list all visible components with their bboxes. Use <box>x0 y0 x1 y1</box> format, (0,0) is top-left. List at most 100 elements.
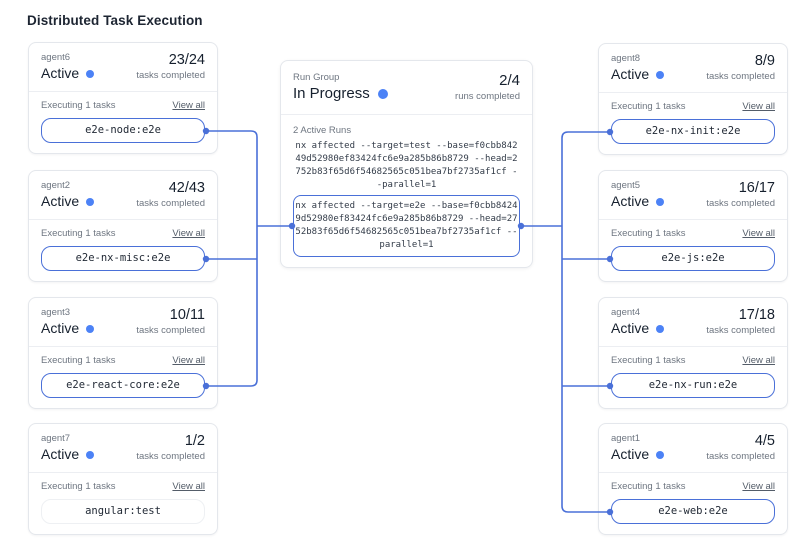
task-pill[interactable]: e2e-nx-init:e2e <box>611 119 775 144</box>
tasks-count-label: tasks completed <box>706 71 775 82</box>
status-dot-icon <box>656 70 665 79</box>
status-dot-icon <box>86 69 95 78</box>
view-all-link[interactable]: View all <box>742 481 775 492</box>
executing-label: Executing 1 tasks <box>611 481 686 492</box>
agent-card-header: agent1 Active 4/5 tasks completed <box>599 424 787 472</box>
agent-progress: 4/5 tasks completed <box>706 433 775 464</box>
executing-row: Executing 1 tasks View all <box>611 481 775 493</box>
agent-status-label: Active <box>611 193 650 209</box>
card-divider <box>599 472 787 473</box>
executing-label: Executing 1 tasks <box>611 228 686 239</box>
run-group-identity: Run Group In Progress <box>293 72 388 104</box>
tasks-count-label: tasks completed <box>136 325 205 336</box>
card-divider <box>599 346 787 347</box>
run-command-active[interactable]: nx affected --target=e2e --base=f0cbb842… <box>293 195 520 257</box>
executing-row: Executing 1 tasks View all <box>41 355 205 367</box>
agent-card: agent5 Active 16/17 tasks completed Exec… <box>598 170 788 282</box>
executing-label: Executing 1 tasks <box>41 355 116 366</box>
tasks-count-label: tasks completed <box>706 451 775 462</box>
agent-status: Active <box>611 319 665 338</box>
executing-label: Executing 1 tasks <box>41 481 116 492</box>
agent-status-label: Active <box>611 446 650 462</box>
status-dot-icon <box>86 324 95 333</box>
tasks-count: 1/2 <box>184 433 205 449</box>
agent-identity: agent1 Active <box>611 433 665 464</box>
agent-identity: agent4 Active <box>611 307 665 338</box>
task-pill[interactable]: e2e-web:e2e <box>611 499 775 524</box>
agent-status-label: Active <box>611 320 650 336</box>
agent-status-label: Active <box>41 446 80 462</box>
card-divider <box>29 472 217 473</box>
agent-card-header: agent5 Active 16/17 tasks completed <box>599 171 787 219</box>
agent-card-header: agent3 Active 10/11 tasks completed <box>29 298 217 346</box>
status-dot-icon <box>656 324 665 333</box>
view-all-link[interactable]: View all <box>742 355 775 366</box>
view-all-link[interactable]: View all <box>172 100 205 111</box>
executing-row: Executing 1 tasks View all <box>611 101 775 113</box>
tasks-count: 8/9 <box>754 53 775 69</box>
executing-label: Executing 1 tasks <box>41 228 116 239</box>
agent-status: Active <box>41 64 95 83</box>
task-pill[interactable]: e2e-nx-misc:e2e <box>41 246 205 271</box>
agent-name: agent8 <box>611 53 641 64</box>
agent-card-footer: Executing 1 tasks View all e2e-js:e2e <box>599 220 787 281</box>
agent-card: agent2 Active 42/43 tasks completed Exec… <box>28 170 218 282</box>
agent-progress: 42/43 tasks completed <box>136 180 205 211</box>
agent-name: agent2 <box>41 180 71 191</box>
agent-card-header: agent8 Active 8/9 tasks completed <box>599 44 787 92</box>
agent-card-footer: Executing 1 tasks View all e2e-nx-init:e… <box>599 93 787 154</box>
agent-name: agent1 <box>611 433 641 444</box>
task-pill[interactable]: e2e-js:e2e <box>611 246 775 271</box>
executing-row: Executing 1 tasks View all <box>611 355 775 367</box>
agent-name: agent7 <box>41 433 71 444</box>
agent-card-footer: Executing 1 tasks View all angular:test <box>29 473 217 534</box>
view-all-link[interactable]: View all <box>742 101 775 112</box>
view-all-link[interactable]: View all <box>172 481 205 492</box>
run-group-progress: 2/4 runs completed <box>455 72 520 104</box>
status-dot-icon <box>86 450 95 459</box>
agent-name: agent5 <box>611 180 641 191</box>
view-all-link[interactable]: View all <box>172 228 205 239</box>
card-divider <box>599 219 787 220</box>
agent-status: Active <box>41 319 95 338</box>
tasks-count-label: tasks completed <box>706 325 775 336</box>
run-group-status-label: In Progress <box>293 85 370 102</box>
task-pill[interactable]: e2e-nx-run:e2e <box>611 373 775 398</box>
task-pill[interactable]: angular:test <box>41 499 205 524</box>
agent-progress: 10/11 tasks completed <box>136 307 205 338</box>
agent-identity: agent6 Active <box>41 52 95 83</box>
agent-identity: agent7 Active <box>41 433 95 464</box>
agent-card-footer: Executing 1 tasks View all e2e-node:e2e <box>29 92 217 153</box>
agent-name: agent6 <box>41 52 71 63</box>
agent-status: Active <box>611 445 665 464</box>
agent-card-footer: Executing 1 tasks View all e2e-react-cor… <box>29 347 217 408</box>
active-runs-label: 2 Active Runs <box>293 125 352 136</box>
status-dot-icon <box>656 197 665 206</box>
agent-name: agent4 <box>611 307 641 318</box>
agent-status-label: Active <box>611 66 650 82</box>
tasks-count-label: tasks completed <box>706 198 775 209</box>
task-pill[interactable]: e2e-node:e2e <box>41 118 205 143</box>
run-group-label: Run Group <box>293 72 340 83</box>
agent-status: Active <box>41 445 95 464</box>
runs-count: 2/4 <box>499 72 520 89</box>
agent-status: Active <box>611 192 665 211</box>
card-divider <box>29 346 217 347</box>
executing-label: Executing 1 tasks <box>41 100 116 111</box>
agent-status-label: Active <box>41 193 80 209</box>
view-all-link[interactable]: View all <box>742 228 775 239</box>
status-dot-icon <box>377 89 388 99</box>
tasks-count: 10/11 <box>169 307 205 323</box>
task-pill[interactable]: e2e-react-core:e2e <box>41 373 205 398</box>
view-all-link[interactable]: View all <box>172 355 205 366</box>
run-group-status: In Progress <box>293 84 388 104</box>
agent-name: agent3 <box>41 307 71 318</box>
agent-identity: agent3 Active <box>41 307 95 338</box>
agent-status-label: Active <box>41 320 80 336</box>
agent-card-footer: Executing 1 tasks View all e2e-nx-misc:e… <box>29 220 217 281</box>
agent-progress: 8/9 tasks completed <box>706 53 775 84</box>
agent-card-footer: Executing 1 tasks View all e2e-nx-run:e2… <box>599 347 787 408</box>
agent-card: agent6 Active 23/24 tasks completed Exec… <box>28 42 218 154</box>
card-divider <box>29 219 217 220</box>
